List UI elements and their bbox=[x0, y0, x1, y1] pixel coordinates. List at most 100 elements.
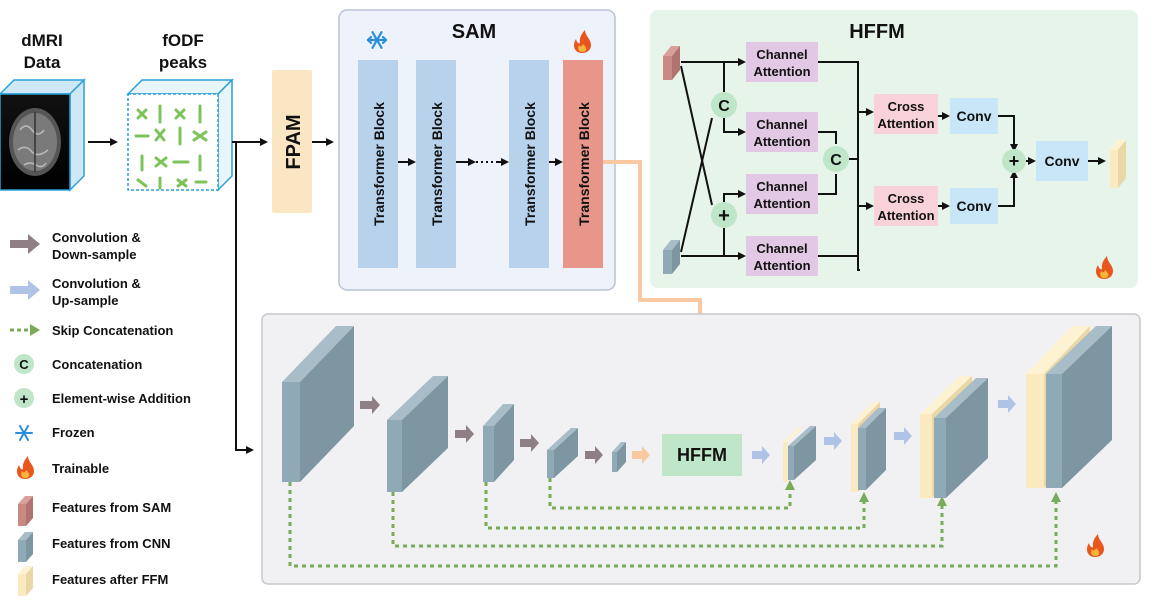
hffm-title: HFFM bbox=[849, 21, 905, 43]
transformer-block-3 bbox=[509, 60, 549, 268]
legend-ffm-feature-label: Features after FFM bbox=[52, 572, 168, 587]
legend-trainable-label: Trainable bbox=[52, 461, 109, 476]
legend-down-sample-icon bbox=[10, 234, 40, 254]
snowflake-icon bbox=[366, 31, 388, 49]
legend-ffm-feature-icon bbox=[18, 566, 33, 596]
decoder-block-3 bbox=[920, 376, 988, 498]
legend-concat-icon: C bbox=[14, 354, 34, 374]
legend-down-sample-line1: Convolution & bbox=[52, 230, 141, 245]
sam-title: SAM bbox=[452, 21, 496, 43]
encoder-block-4 bbox=[547, 428, 578, 478]
svg-text:Conv: Conv bbox=[1045, 153, 1080, 169]
transformer-block-1-label: Transformer Block bbox=[371, 102, 387, 226]
transformer-block-2 bbox=[416, 60, 456, 268]
fpam-block: FPAM bbox=[272, 70, 312, 213]
input-section: dMRI Data fODF peaks bbox=[0, 31, 268, 454]
legend-sam-feature-label: Features from SAM bbox=[52, 500, 171, 515]
unet-hffm-box: HFFM bbox=[662, 434, 742, 476]
unet-panel: HFFM bbox=[261, 313, 1141, 585]
decoder-block-4 bbox=[1026, 326, 1112, 488]
encoder-block-1 bbox=[282, 326, 354, 482]
transformer-block-3-label: Transformer Block bbox=[522, 102, 538, 226]
dmri-volume bbox=[0, 78, 86, 192]
dmri-title-line1: dMRI bbox=[21, 31, 63, 50]
legend-concat-label: Concatenation bbox=[52, 357, 142, 372]
legend-cnn-feature-label: Features from CNN bbox=[52, 536, 170, 551]
hffm-concat-circle-1: C bbox=[711, 92, 737, 118]
conv-1: Conv bbox=[950, 98, 998, 134]
transformer-block-2-label: Transformer Block bbox=[429, 102, 445, 226]
svg-text:Attention: Attention bbox=[753, 196, 810, 211]
hffm-panel: HFFM bbox=[650, 10, 1138, 288]
fodf-to-unet-arrow bbox=[235, 142, 254, 454]
snowflake-icon bbox=[15, 425, 33, 441]
svg-text:C: C bbox=[19, 357, 29, 372]
channel-attention-3: Channel Attention bbox=[746, 174, 818, 214]
legend-up-sample-line2: Up-sample bbox=[52, 293, 118, 308]
legend-add-icon: + bbox=[14, 388, 34, 408]
decoder-block-2 bbox=[851, 402, 886, 492]
flame-icon bbox=[1096, 256, 1113, 279]
bottleneck-block bbox=[612, 442, 626, 472]
svg-text:+: + bbox=[20, 391, 29, 408]
transformer-block-1 bbox=[358, 60, 398, 268]
sam-panel: SAM Transformer Block Transformer Block … bbox=[338, 9, 616, 291]
legend-skip-label: Skip Concatenation bbox=[52, 323, 173, 338]
flame-icon bbox=[574, 30, 591, 53]
flame-icon bbox=[1087, 534, 1104, 557]
svg-text:Channel: Channel bbox=[756, 117, 807, 132]
hffm-concat-circle-2: C bbox=[823, 146, 849, 172]
legend-add-label: Element-wise Addition bbox=[52, 391, 191, 406]
legend-frozen-label: Frozen bbox=[52, 425, 95, 440]
svg-text:Channel: Channel bbox=[756, 47, 807, 62]
svg-text:Conv: Conv bbox=[957, 108, 992, 124]
svg-text:Attention: Attention bbox=[753, 134, 810, 149]
channel-attention-2: Channel Attention bbox=[746, 112, 818, 152]
fodf-volume bbox=[126, 78, 234, 192]
encoder-block-3 bbox=[483, 404, 514, 482]
channel-attention-1: Channel Attention bbox=[746, 42, 818, 82]
fpam-label: FPAM bbox=[283, 114, 305, 169]
transformer-block-trainable bbox=[563, 60, 603, 268]
legend-cnn-feature-icon bbox=[18, 532, 33, 562]
svg-text:HFFM: HFFM bbox=[677, 445, 727, 465]
legend: Convolution & Down-sample Convolution & … bbox=[10, 230, 191, 596]
cross-attention-2: Cross Attention bbox=[874, 186, 938, 226]
cross-attention-1: Cross Attention bbox=[874, 94, 938, 134]
cnn-feature-input bbox=[663, 240, 680, 274]
fodf-title-line2: peaks bbox=[159, 53, 207, 72]
svg-text:+: + bbox=[718, 205, 730, 227]
sam-feature-input bbox=[663, 46, 680, 80]
svg-text:C: C bbox=[830, 152, 842, 169]
transformer-block-4-label: Transformer Block bbox=[576, 102, 592, 226]
legend-sam-feature-icon bbox=[18, 496, 33, 526]
dmri-title-line2: Data bbox=[24, 53, 61, 72]
decoder-block-1 bbox=[783, 426, 816, 482]
legend-skip-icon bbox=[10, 324, 40, 336]
legend-up-sample-icon bbox=[10, 280, 40, 300]
fodf-title-line1: fODF bbox=[162, 31, 204, 50]
svg-text:Channel: Channel bbox=[756, 179, 807, 194]
hffm-add-circle-2: + bbox=[1002, 149, 1026, 173]
conv-2: Conv bbox=[950, 188, 998, 224]
flame-icon bbox=[17, 456, 34, 479]
conv-3: Conv bbox=[1036, 141, 1088, 181]
svg-text:+: + bbox=[1009, 151, 1020, 171]
svg-text:Attention: Attention bbox=[877, 208, 934, 223]
legend-up-sample-line1: Convolution & bbox=[52, 276, 141, 291]
svg-text:Cross: Cross bbox=[888, 191, 925, 206]
svg-text:C: C bbox=[718, 98, 730, 115]
svg-text:Attention: Attention bbox=[877, 116, 934, 131]
skip-connections bbox=[288, 478, 1061, 568]
svg-text:Cross: Cross bbox=[888, 99, 925, 114]
hffm-output-feature bbox=[1110, 140, 1126, 188]
svg-text:Attention: Attention bbox=[753, 258, 810, 273]
svg-text:Channel: Channel bbox=[756, 241, 807, 256]
hffm-add-circle-1: + bbox=[711, 202, 737, 228]
up-sample-arrows bbox=[752, 395, 1016, 464]
svg-text:Attention: Attention bbox=[753, 64, 810, 79]
svg-text:Conv: Conv bbox=[957, 198, 992, 214]
legend-down-sample-line2: Down-sample bbox=[52, 247, 137, 262]
down-sample-arrows bbox=[360, 396, 603, 464]
